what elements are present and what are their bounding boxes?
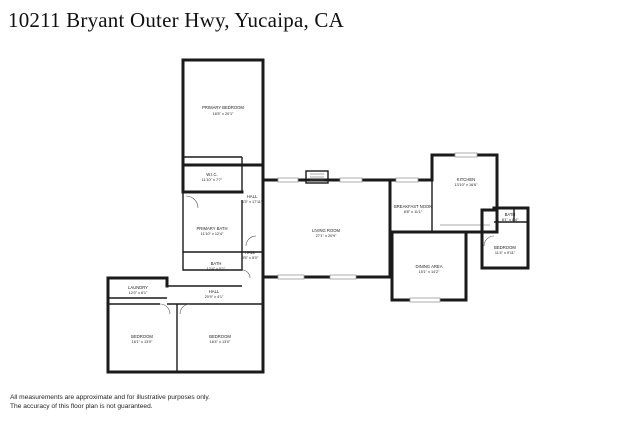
room-name: HALL: [209, 289, 220, 294]
room-bedroom-east: BEDROOM 11'4" x 9'11": [494, 245, 516, 255]
room-size: 13'10" x 16'6": [455, 183, 479, 187]
room-size: 8'8" x 11'1": [404, 210, 423, 214]
room-size: 3'5" x 8'0": [242, 256, 259, 260]
room-size: 6'3" x 17'11": [242, 200, 263, 204]
room-name: BEDROOM: [131, 334, 153, 339]
room-size: 20'9" x 4'1": [205, 295, 224, 299]
room-size: 27'1" x 20'9": [316, 234, 337, 238]
room-size: 12'0" x 6'1": [129, 291, 148, 295]
room-size: 11'10" x 7'7": [202, 178, 223, 182]
room-name: PRIMARY BATH: [197, 226, 228, 231]
west-wing-walls: [106, 269, 265, 374]
page-title: 10211 Bryant Outer Hwy, Yucaipa, CA: [8, 8, 344, 32]
room-name: BEDROOM: [494, 245, 516, 250]
room-name: BEDROOM: [209, 334, 231, 339]
room-size: 11'10" x 12'4": [201, 232, 224, 236]
room-size: 15'1" x 14'2": [419, 270, 440, 274]
room-name: HALL: [245, 250, 256, 255]
room-living-room: LIVING ROOM 27'1" x 20'9": [312, 228, 340, 238]
room-hall-west: HALL 20'9" x 4'1": [205, 289, 224, 299]
room-size: 12'4" x 5'1": [207, 267, 226, 271]
room-hall-north: HALL 6'3" x 17'11": [242, 194, 263, 204]
primary-wing-walls: [181, 58, 265, 271]
room-wic: W.I.C. 11'10" x 7'7": [202, 172, 223, 182]
room-bedroom-west: BEDROOM 16'1" x 13'0": [131, 334, 153, 344]
room-hall-small: HALL 3'5" x 8'0": [242, 250, 259, 260]
room-primary-bedroom: PRIMARY BEDROOM 16'5" x 20'1": [202, 105, 244, 116]
disclaimer-line: All measurements are approximate and for…: [10, 394, 210, 401]
room-name: LIVING ROOM: [312, 228, 340, 233]
room-name: BATH: [505, 212, 516, 217]
disclaimer: All measurements are approximate and for…: [10, 394, 210, 411]
room-name: KITCHEN: [457, 177, 475, 182]
room-bedroom-middle: BEDROOM 16'4" x 13'0": [209, 334, 231, 344]
room-name: W.I.C.: [206, 172, 217, 177]
room-name: HALL: [247, 194, 258, 199]
room-bath-hall: BATH 12'4" x 5'1": [207, 261, 226, 271]
room-name: LAUNDRY: [128, 285, 148, 290]
room-primary-bath: PRIMARY BATH 11'10" x 12'4": [197, 226, 228, 236]
room-size: 16'4" x 13'0": [210, 340, 231, 344]
east-bedroom-walls: [464, 206, 530, 270]
room-name: DINING AREA: [416, 264, 443, 269]
room-name: BREAKFAST NOOK: [394, 204, 432, 209]
disclaimer-line: The accuracy of this floor plan is not g…: [10, 402, 153, 410]
room-dining-area: DINING AREA 15'1" x 14'2": [416, 264, 443, 274]
dining-walls: [390, 230, 468, 303]
room-name: PRIMARY BEDROOM: [202, 105, 244, 110]
living-room-walls: [261, 170, 392, 280]
room-size: 16'5" x 20'1": [213, 112, 234, 116]
room-laundry: LAUNDRY 12'0" x 6'1": [128, 285, 148, 295]
room-size: 11'4" x 9'11": [495, 251, 516, 255]
room-name: BATH: [211, 261, 222, 266]
room-breakfast-nook: BREAKFAST NOOK 8'8" x 11'1": [394, 204, 432, 214]
room-bath-east: BATH 8'1" x 8'4": [502, 212, 519, 222]
room-kitchen: KITCHEN 13'10" x 16'6": [455, 177, 479, 187]
room-size: 8'1" x 8'4": [502, 218, 519, 222]
room-size: 16'1" x 13'0": [132, 340, 153, 344]
